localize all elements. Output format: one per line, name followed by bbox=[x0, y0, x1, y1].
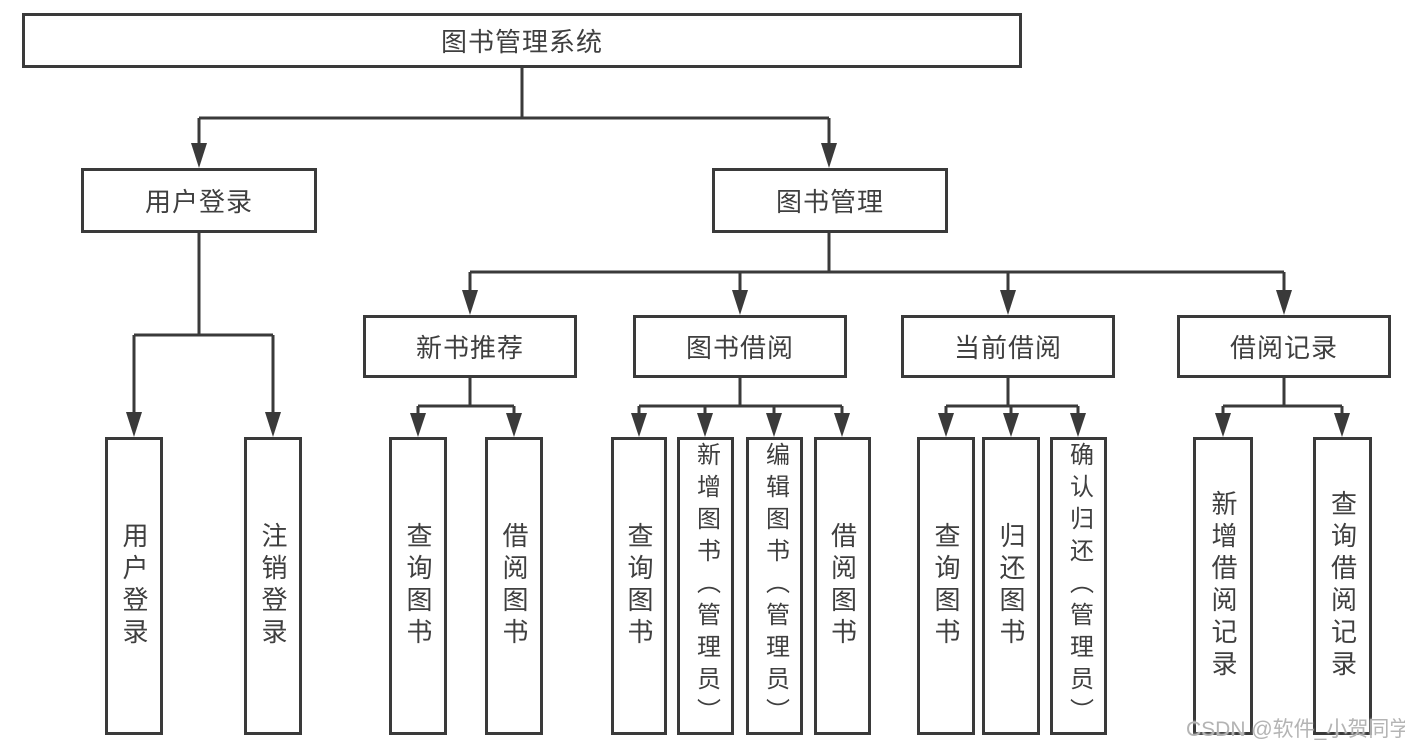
leaf-borrow-book-recommend-label: 借阅图书 bbox=[499, 522, 529, 650]
leaf-query-book-borrow: 查询图书 bbox=[611, 437, 667, 735]
node-user-login: 用户登录 bbox=[81, 168, 317, 233]
leaf-edit-book-admin: 编辑图书（管理员） bbox=[746, 437, 803, 735]
node-current-borrow: 当前借阅 bbox=[901, 315, 1115, 378]
leaf-logout: 注销登录 bbox=[244, 437, 302, 735]
node-book-management: 图书管理 bbox=[712, 168, 948, 233]
node-user-login-label: 用户登录 bbox=[144, 187, 253, 217]
node-borrow-records-label: 借阅记录 bbox=[1229, 333, 1338, 363]
leaf-add-book-admin-label: 新增图书（管理员） bbox=[692, 442, 720, 730]
leaf-user-login-label: 用户登录 bbox=[119, 522, 149, 650]
leaf-logout-label: 注销登录 bbox=[258, 522, 288, 650]
leaf-user-login: 用户登录 bbox=[105, 437, 163, 735]
leaf-query-book-recommend: 查询图书 bbox=[389, 437, 447, 735]
watermark: CSDN @软件_小贺同学 bbox=[1186, 718, 1405, 741]
node-new-book-recommend: 新书推荐 bbox=[363, 315, 577, 378]
leaf-borrow-book-label: 借阅图书 bbox=[827, 522, 858, 650]
node-current-borrow-label: 当前借阅 bbox=[953, 333, 1062, 363]
leaf-borrow-book: 借阅图书 bbox=[814, 437, 871, 735]
leaf-borrow-book-recommend: 借阅图书 bbox=[485, 437, 543, 735]
leaf-add-borrow-record-label: 新增借阅记录 bbox=[1208, 490, 1238, 682]
node-book-borrow-label: 图书借阅 bbox=[685, 333, 794, 363]
leaf-query-book-recommend-label: 查询图书 bbox=[403, 522, 433, 650]
leaf-query-book-borrow-label: 查询图书 bbox=[624, 522, 654, 650]
node-new-book-recommend-label: 新书推荐 bbox=[415, 333, 524, 363]
node-book-management-label: 图书管理 bbox=[775, 187, 884, 217]
leaf-return-book-label: 归还图书 bbox=[996, 522, 1026, 650]
leaf-return-book: 归还图书 bbox=[982, 437, 1040, 735]
leaf-add-borrow-record: 新增借阅记录 bbox=[1193, 437, 1253, 735]
leaf-query-borrow-record-label: 查询借阅记录 bbox=[1327, 490, 1358, 682]
leaf-query-book-current-label: 查询图书 bbox=[931, 522, 961, 650]
node-borrow-records: 借阅记录 bbox=[1177, 315, 1391, 378]
node-book-borrow: 图书借阅 bbox=[633, 315, 847, 378]
leaf-edit-book-admin-label: 编辑图书（管理员） bbox=[761, 442, 789, 730]
leaf-query-book-current: 查询图书 bbox=[917, 437, 975, 735]
leaf-confirm-return-admin: 确认归还（管理员） bbox=[1050, 437, 1107, 735]
leaf-confirm-return-admin-label: 确认归还（管理员） bbox=[1065, 442, 1093, 730]
leaf-add-book-admin: 新增图书（管理员） bbox=[677, 437, 734, 735]
leaf-query-borrow-record: 查询借阅记录 bbox=[1313, 437, 1372, 735]
node-library-system-label: 图书管理系统 bbox=[440, 27, 603, 57]
node-library-system: 图书管理系统 bbox=[22, 13, 1022, 68]
